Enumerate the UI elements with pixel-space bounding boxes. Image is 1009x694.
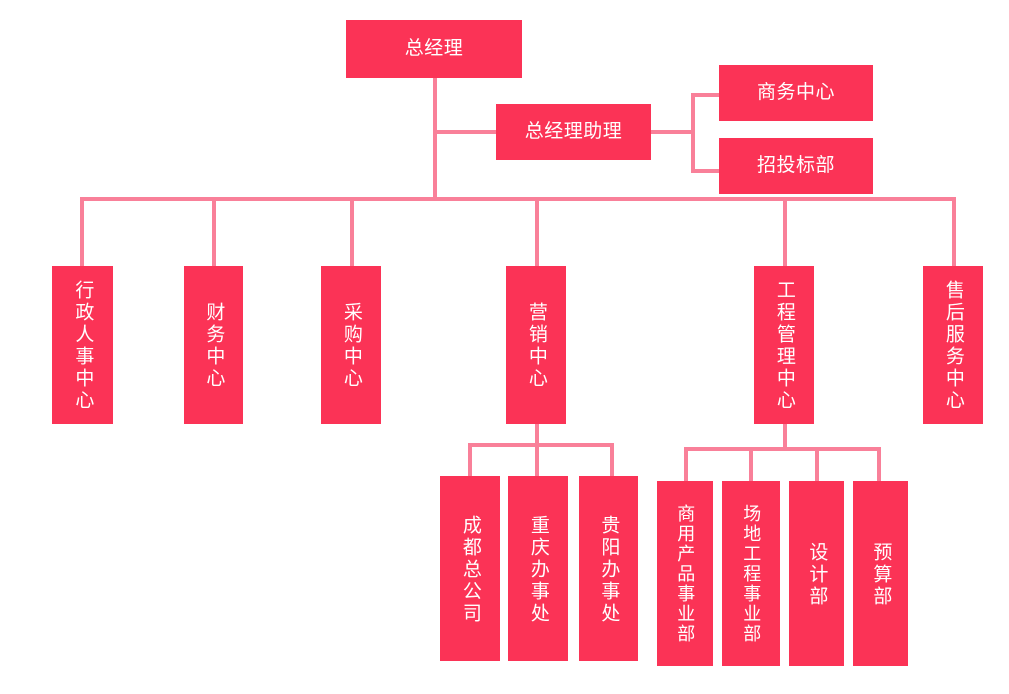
connector-drop-design [815,447,819,482]
connector-drop-engineering [783,197,787,267]
connector-marketing-stem [535,424,539,447]
node-chengdu-hq[interactable]: 成都总公司 [440,476,500,661]
connector-drop-guiyang [610,443,614,477]
connector-drop-procurement [350,197,354,267]
node-business-center[interactable]: 商务中心 [719,65,873,121]
connector-engineering-stem [783,424,787,451]
node-engineering-mgmt-center[interactable]: 工程管理中心 [754,266,814,424]
node-general-manager[interactable]: 总经理 [346,20,522,78]
connector-to-bidding-dept [691,169,721,173]
node-site-engineering-div[interactable]: 场地工程事业部 [722,481,780,666]
node-marketing-center[interactable]: 营销中心 [506,266,566,424]
connector-assistant-out [649,130,695,134]
node-guiyang-office[interactable]: 贵阳办事处 [579,476,638,661]
connector-gm-to-assistant [433,130,499,134]
node-finance-center[interactable]: 财务中心 [184,266,243,424]
connector-drop-budget [877,447,881,482]
connector-engineering-bus [684,447,881,451]
connector-drop-chongqing [535,443,539,477]
connector-drop-chengdu [468,443,472,477]
node-aftersales-center[interactable]: 售后服务中心 [923,266,983,424]
node-admin-hr-center[interactable]: 行政人事中心 [52,266,113,424]
node-chongqing-office[interactable]: 重庆办事处 [508,476,568,661]
connector-drop-admin-hr [80,197,84,267]
connector-drop-site-engineering [749,447,753,482]
node-design-dept[interactable]: 设计部 [789,481,844,666]
connector-drop-marketing [535,197,539,267]
connector-to-business-center [691,93,721,97]
connector-marketing-bus [468,443,614,447]
node-budget-dept[interactable]: 预算部 [853,481,908,666]
node-procurement-center[interactable]: 采购中心 [321,266,381,424]
connector-main-bus [80,197,956,201]
node-bidding-dept[interactable]: 招投标部 [719,138,873,194]
connector-drop-finance [212,197,216,267]
connector-assistant-spine [691,93,695,173]
connector-drop-aftersales [952,197,956,267]
connector-gm-trunk [433,76,437,197]
node-gm-assistant[interactable]: 总经理助理 [496,104,651,160]
connector-drop-commercial-products [684,447,688,482]
node-commercial-products-div[interactable]: 商用产品事业部 [657,481,713,666]
